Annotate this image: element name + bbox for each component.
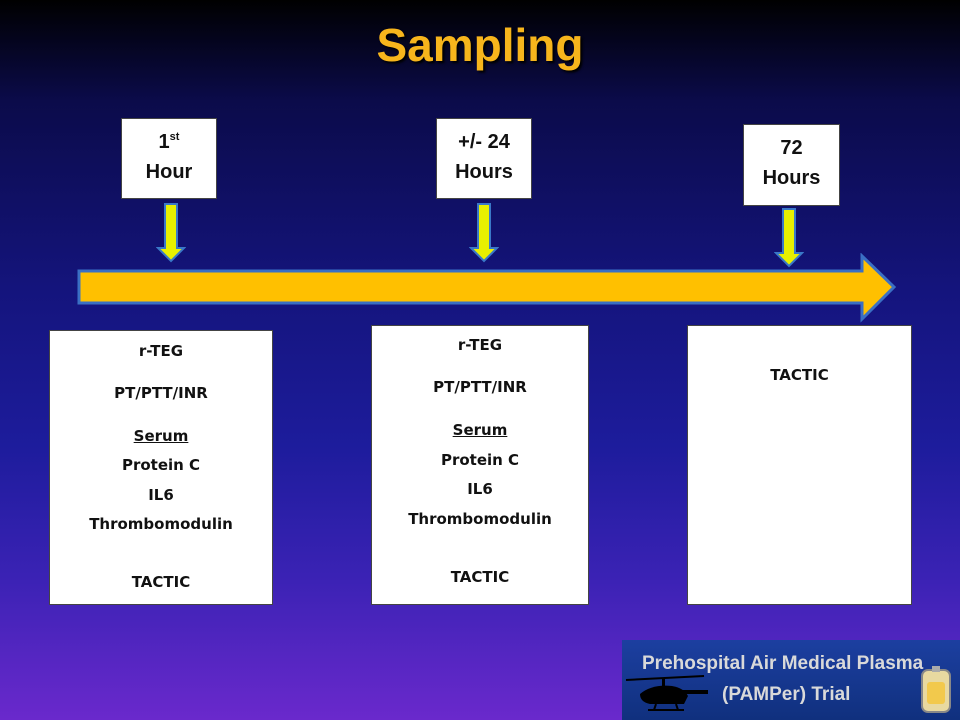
sample-item: Protein C bbox=[121, 456, 201, 474]
down-arrow-icon bbox=[469, 203, 499, 263]
sample-item: Thrombomodulin bbox=[89, 515, 233, 533]
sample-item: r-TEG bbox=[138, 342, 184, 360]
sample-item: Protein C bbox=[440, 451, 520, 469]
sample-item: TACTIC bbox=[131, 573, 191, 591]
timepoint-value: 72 bbox=[780, 137, 803, 159]
timepoint-unit: Hours bbox=[762, 167, 821, 189]
sample-item: PT/PTT/INR bbox=[433, 378, 527, 396]
sample-item: TACTIC bbox=[770, 366, 829, 384]
sample-item: IL6 bbox=[148, 486, 174, 504]
timepoint-value: 1 bbox=[158, 131, 170, 153]
sample-item: r-TEG bbox=[457, 336, 503, 354]
timeline-arrow bbox=[77, 253, 897, 323]
ordinal-suffix: st bbox=[169, 131, 180, 143]
samples-72-hours: TACTIC bbox=[687, 325, 912, 605]
down-arrow-icon bbox=[156, 203, 186, 263]
sample-item: Thrombomodulin bbox=[408, 510, 552, 528]
sample-item: PT/PTT/INR bbox=[114, 384, 208, 402]
samples-24-hours: r-TEG PT/PTT/INR Serum Protein C IL6 Thr… bbox=[371, 325, 589, 605]
sample-group-heading: Serum bbox=[452, 421, 508, 439]
timepoint-unit: Hour bbox=[145, 161, 193, 183]
sample-item: TACTIC bbox=[450, 568, 510, 586]
timepoint-unit: Hours bbox=[455, 161, 513, 183]
timepoint-24-hours: +/- 24 Hours bbox=[436, 118, 532, 199]
pamper-trial-logo: Prehospital Air Medical Plasma (PAMPer) … bbox=[622, 640, 960, 720]
timepoint-value: +/- 24 bbox=[458, 131, 510, 153]
logo-line-1: Prehospital Air Medical Plasma bbox=[642, 653, 924, 674]
timepoint-1st-hour: 1st Hour bbox=[121, 118, 217, 199]
sample-item: IL6 bbox=[467, 480, 493, 498]
plasma-bag-icon bbox=[921, 666, 951, 713]
helicopter-icon bbox=[625, 675, 708, 711]
samples-1st-hour: r-TEG PT/PTT/INR Serum Protein C IL6 Thr… bbox=[49, 330, 273, 605]
timepoint-72-hours: 72 Hours bbox=[743, 124, 840, 206]
sample-group-heading: Serum bbox=[133, 427, 189, 445]
slide-title: Sampling bbox=[376, 19, 584, 71]
logo-line-2: (PAMPer) Trial bbox=[722, 684, 851, 705]
down-arrow-icon bbox=[774, 208, 804, 268]
